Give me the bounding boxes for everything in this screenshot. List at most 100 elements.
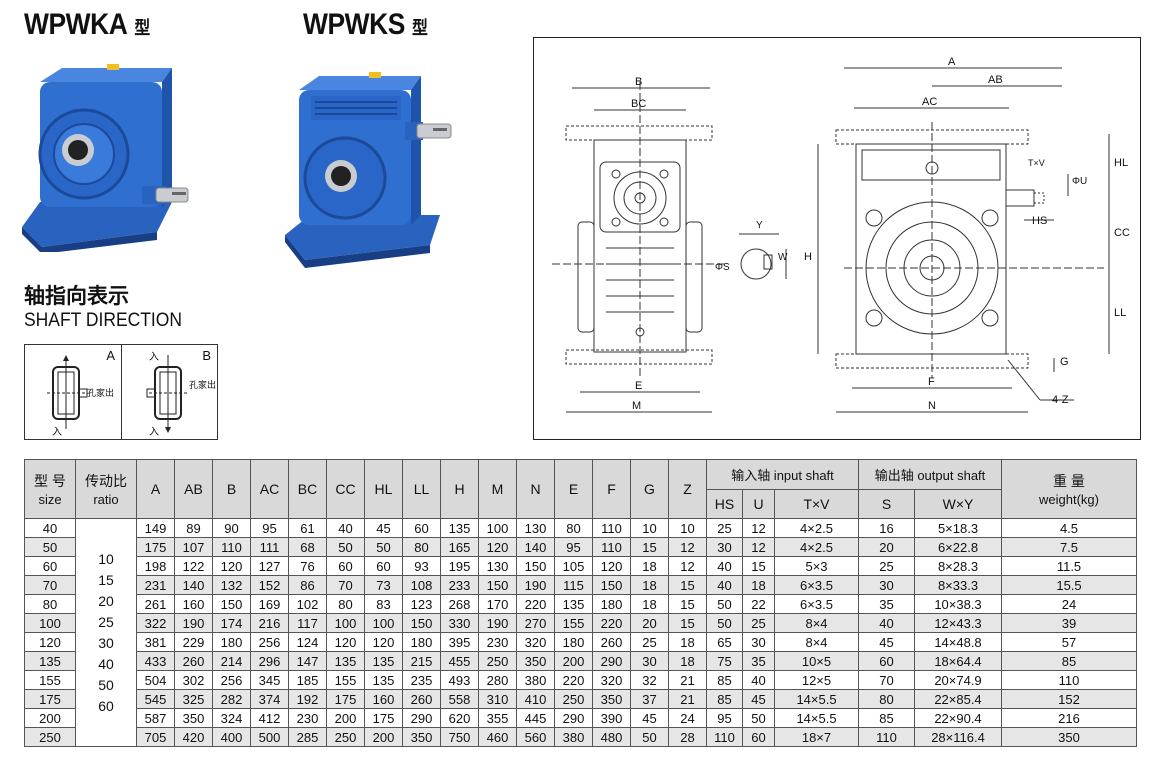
table-cell: 40 <box>326 518 365 538</box>
table-cell: 374 <box>250 689 289 709</box>
dim-label-4z: 4-Z <box>1052 394 1069 406</box>
table-cell: 180 <box>592 594 631 614</box>
table-cell: 380 <box>554 727 593 747</box>
table-cell: 50 <box>706 594 743 614</box>
table-cell: 120 <box>592 556 631 576</box>
table-cell: 35 <box>742 651 775 671</box>
table-cell: 60 <box>364 556 403 576</box>
direction-a-label: A <box>106 348 115 363</box>
table-cell: 22×90.4 <box>914 708 1002 728</box>
table-cell: 120 <box>478 537 517 557</box>
table-cell: 45 <box>742 689 775 709</box>
header-size-cn: 型 号 <box>34 473 66 489</box>
table-cell: 50 <box>742 708 775 728</box>
table-cell: 32 <box>630 670 669 690</box>
ratio-value: 60 <box>98 697 114 714</box>
dim-label-phi-s: ΦS <box>715 262 730 273</box>
size-cell: 135 <box>24 651 76 671</box>
table-cell: 60 <box>326 556 365 576</box>
table-cell: 195 <box>440 556 479 576</box>
direction-a-output-label: 孔家出 <box>87 388 115 398</box>
table-cell: 76 <box>288 556 327 576</box>
table-cell: 220 <box>554 670 593 690</box>
shaft-direction-diagram: A 孔家出 入 B 孔家出 入 入 <box>24 344 218 440</box>
table-cell: 15 <box>668 575 707 595</box>
table-cell: 149 <box>136 518 175 538</box>
table-cell: 175 <box>326 689 365 709</box>
header-col-cc: CC <box>326 459 365 519</box>
table-cell: 25 <box>742 613 775 633</box>
table-cell: 320 <box>516 632 555 652</box>
table-cell: 175 <box>136 537 175 557</box>
table-cell: 296 <box>250 651 289 671</box>
table-cell: 45 <box>858 632 915 652</box>
table-cell: 290 <box>554 708 593 728</box>
table-cell: 235 <box>402 670 441 690</box>
table-cell: 381 <box>136 632 175 652</box>
side-view <box>817 67 1110 413</box>
table-cell: 95 <box>706 708 743 728</box>
table-cell: 256 <box>212 670 251 690</box>
ratio-value: 50 <box>98 676 114 693</box>
table-cell: 174 <box>212 613 251 633</box>
table-cell: 140 <box>174 575 213 595</box>
table-cell: 18 <box>630 575 669 595</box>
header-col-ac: AC <box>250 459 289 519</box>
table-cell: 45 <box>364 518 403 538</box>
table-cell: 95 <box>554 537 593 557</box>
table-cell: 420 <box>174 727 213 747</box>
table-cell: 50 <box>706 613 743 633</box>
table-cell: 268 <box>440 594 479 614</box>
table-cell: 10×38.3 <box>914 594 1002 614</box>
table-cell: 22 <box>742 594 775 614</box>
table-cell: 115 <box>554 575 593 595</box>
table-cell: 122 <box>174 556 213 576</box>
table-cell: 4×2.5 <box>774 518 859 538</box>
table-cell: 230 <box>288 708 327 728</box>
table-cell: 124 <box>288 632 327 652</box>
size-cell: 50 <box>24 537 76 557</box>
table-cell: 230 <box>478 632 517 652</box>
table-cell: 12×5 <box>774 670 859 690</box>
table-cell: 20 <box>630 613 669 633</box>
wpwks-gearbox-image <box>285 72 452 268</box>
header-col-wxy: W×Y <box>914 488 1002 519</box>
table-cell: 350 <box>402 727 441 747</box>
table-cell: 50 <box>326 537 365 557</box>
dim-label-h: H <box>804 251 812 263</box>
table-cell: 24 <box>1001 594 1137 614</box>
table-cell: 8×4 <box>774 613 859 633</box>
table-cell: 60 <box>742 727 775 747</box>
table-cell: 10 <box>668 518 707 538</box>
table-cell: 155 <box>326 670 365 690</box>
table-cell: 350 <box>174 708 213 728</box>
table-cell: 28 <box>668 727 707 747</box>
table-cell: 85 <box>706 689 743 709</box>
table-cell: 216 <box>1001 708 1137 728</box>
table-cell: 380 <box>516 670 555 690</box>
table-cell: 620 <box>440 708 479 728</box>
table-cell: 705 <box>136 727 175 747</box>
table-cell: 8×33.3 <box>914 575 1002 595</box>
dim-label-ll: LL <box>1114 307 1126 319</box>
ratio-value: 10 <box>98 550 114 567</box>
table-cell: 150 <box>478 575 517 595</box>
table-cell: 200 <box>554 651 593 671</box>
table-cell: 73 <box>364 575 403 595</box>
dim-label-hs: HS <box>1032 215 1047 227</box>
wpwka-suffix: 型 <box>134 18 150 38</box>
table-cell: 350 <box>592 689 631 709</box>
table-cell: 18×7 <box>774 727 859 747</box>
table-cell: 60 <box>858 651 915 671</box>
size-cell: 80 <box>24 594 76 614</box>
table-cell: 14×48.8 <box>914 632 1002 652</box>
table-cell: 185 <box>288 670 327 690</box>
table-cell: 7.5 <box>1001 537 1137 557</box>
table-cell: 4.5 <box>1001 518 1137 538</box>
table-cell: 83 <box>364 594 403 614</box>
dim-label-b: B <box>635 76 642 88</box>
